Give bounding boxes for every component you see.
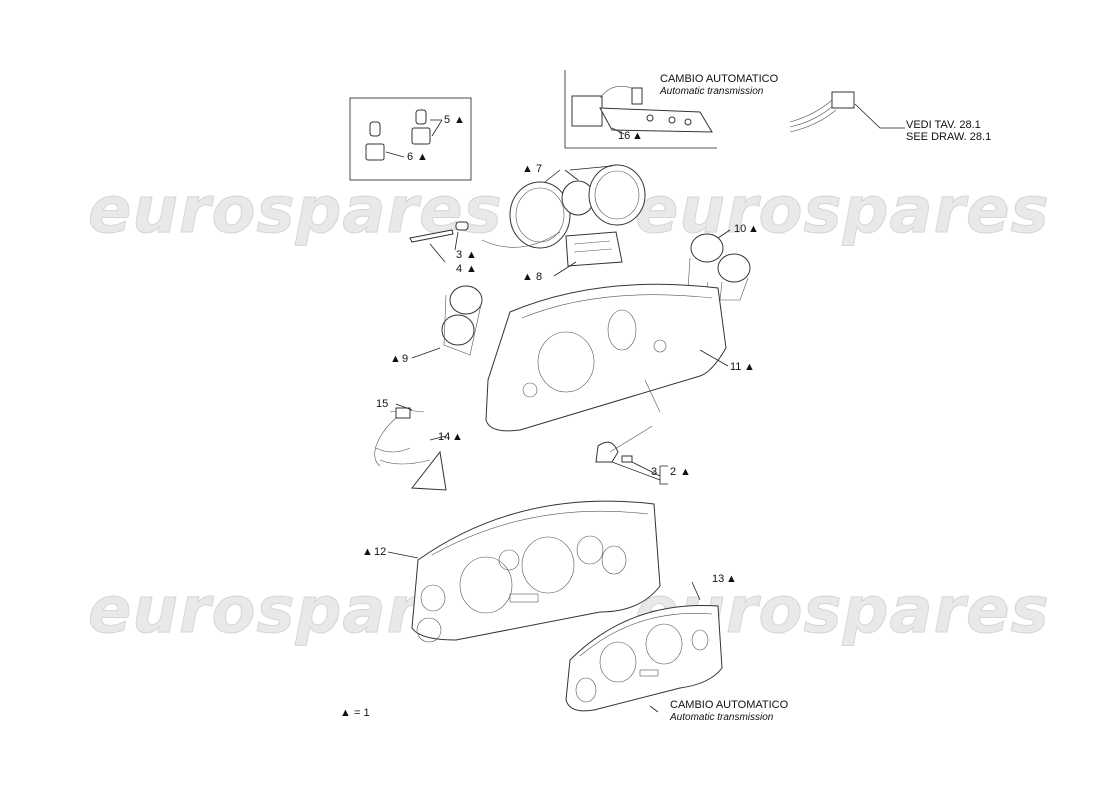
callout-8: 8 [536,271,542,283]
marker-triangle: ▲ [522,271,533,283]
ref-label-it: VEDI TAV. 28.1 [906,119,981,131]
callout-15: 15 [376,398,388,410]
marker-triangle: ▲ [340,707,351,719]
callout-14: 14 [438,431,450,443]
marker-triangle: ▲ [390,353,401,365]
callout-7: 7 [536,163,542,175]
auto-transmission-label-en: Automatic transmission [659,86,764,97]
wiring-connector[interactable] [789,91,905,133]
inset-frame [349,97,472,181]
main-gauges[interactable] [481,164,646,249]
wiring-harness[interactable] [374,403,447,491]
marker-triangle: ▲ [632,130,643,142]
callout-12: 12 [374,546,386,558]
front-glass-panel[interactable] [387,500,661,643]
bulb-holder-box[interactable] [349,97,472,181]
callout-5: 5 [444,114,450,126]
auto-transmission-label-en: Automatic transmission [669,712,774,723]
automatic-transmission-board[interactable] [564,70,717,149]
marker-triangle: ▲ [726,573,737,585]
callout-3: 3 [456,249,462,261]
legend-note: = 1 [354,707,370,719]
electronic-module[interactable] [553,231,623,277]
marker-triangle: ▲ [452,431,463,443]
marker-triangle: ▲ [466,249,477,261]
bulb-and-rod[interactable] [409,221,469,263]
lamp-holder-bracket[interactable] [595,425,668,485]
callout-16: 16 [618,130,630,142]
auto-transmission-label-it: CAMBIO AUTOMATICO [670,699,789,711]
marker-triangle: ▲ [362,546,373,558]
callout-3: 3 [651,466,657,478]
watermark-text: eurospares [88,174,503,248]
marker-triangle: ▲ [454,114,465,126]
marker-triangle: ▲ [522,163,533,175]
callout-9: 9 [402,353,408,365]
callout-4: 4 [456,263,462,275]
callout-2: 2 [670,466,676,478]
marker-triangle: ▲ [744,361,755,373]
right-auxiliary-gauges[interactable] [687,229,751,301]
auto-transmission-label-it: CAMBIO AUTOMATICO [660,73,779,85]
callout-6: 6 [407,151,413,163]
ref-label-en: SEE DRAW. 28.1 [906,131,991,143]
callout-10: 10 [734,223,746,235]
marker-triangle: ▲ [680,466,691,478]
cluster-rear-housing[interactable] [485,283,729,432]
callout-11: 11 [730,361,741,373]
marker-triangle: ▲ [748,223,759,235]
left-auxiliary-gauges[interactable] [411,285,483,359]
marker-triangle: ▲ [417,151,428,163]
callout-13: 13 [712,573,724,585]
front-glass-panel-automatic[interactable] [565,581,723,713]
marker-triangle: ▲ [466,263,477,275]
